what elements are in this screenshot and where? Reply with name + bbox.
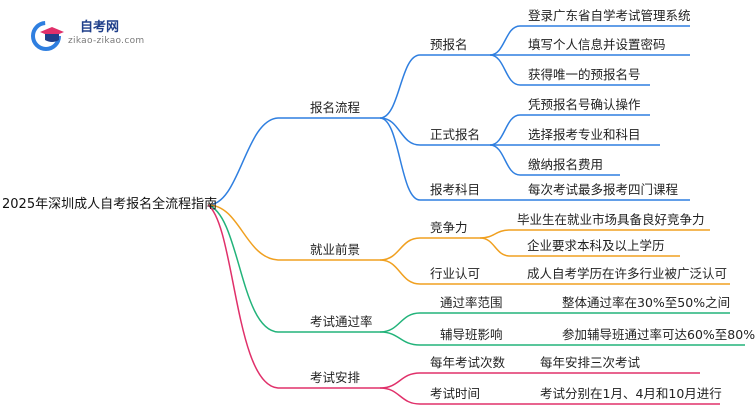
leaf-confirm: 凭预报名号确认操作	[528, 97, 641, 112]
leaf-get-number: 获得唯一的预报名号	[528, 67, 641, 82]
node-industry-recognition: 行业认可	[430, 266, 481, 281]
leaf-exam-months: 考试分别在1月、4月和10月进行	[540, 386, 722, 401]
node-exams-per-year: 每年考试次数	[430, 355, 506, 370]
node-tutoring-impact: 辅导班影响	[440, 327, 503, 342]
brand-name: 自考网	[80, 20, 120, 35]
leaf-select-major: 选择报考专业和科目	[528, 127, 641, 142]
leaf-good-competitiveness: 毕业生在就业市场具备良好竞争力	[517, 212, 705, 227]
leaf-bachelor-required: 企业要求本科及以上学历	[527, 238, 665, 253]
connector-root-schedule	[207, 204, 380, 389]
leaf-overall-pass-rate: 整体通过率在30%至50%之间	[562, 295, 731, 310]
node-pre-registration: 预报名	[430, 37, 468, 52]
leaf-pay-fee: 缴纳报名费用	[528, 157, 604, 172]
connector-root-passrate	[207, 204, 380, 333]
branch-registration-process: 报名流程	[310, 100, 361, 115]
leaf-three-exams: 每年安排三次考试	[540, 355, 641, 370]
node-pass-rate-range: 通过率范围	[440, 295, 503, 310]
graduation-cap-icon	[31, 21, 64, 51]
leaf-fill-info: 填写个人信息并设置密码	[528, 37, 666, 52]
leaf-max-four-courses: 每次考试最多报考四门课程	[528, 182, 679, 197]
leaf-login-system: 登录广东省自学考试管理系统	[528, 8, 691, 23]
node-exam-subjects: 报考科目	[430, 182, 481, 197]
node-exam-time: 考试时间	[430, 386, 481, 401]
brand-logo: 自考网 zikao-zikao.com	[30, 16, 144, 56]
leaf-widely-recognized: 成人自考学历在许多行业被广泛认可	[527, 266, 728, 281]
brand-url: zikao-zikao.com	[68, 36, 145, 46]
branch-pass-rate: 考试通过率	[310, 314, 373, 329]
leaf-tutoring-pass-rate: 参加辅导班通过率可达60%至80%	[562, 327, 755, 342]
branch-employment-prospects: 就业前景	[310, 242, 361, 257]
root-node: 2025年深圳成人自考报名全流程指南	[2, 197, 218, 212]
node-competitiveness: 竞争力	[430, 220, 468, 235]
connector-root-employment	[207, 204, 380, 261]
branch-exam-schedule: 考试安排	[310, 370, 361, 385]
connector-root-flow	[207, 117, 380, 206]
node-formal-registration: 正式报名	[430, 127, 481, 142]
